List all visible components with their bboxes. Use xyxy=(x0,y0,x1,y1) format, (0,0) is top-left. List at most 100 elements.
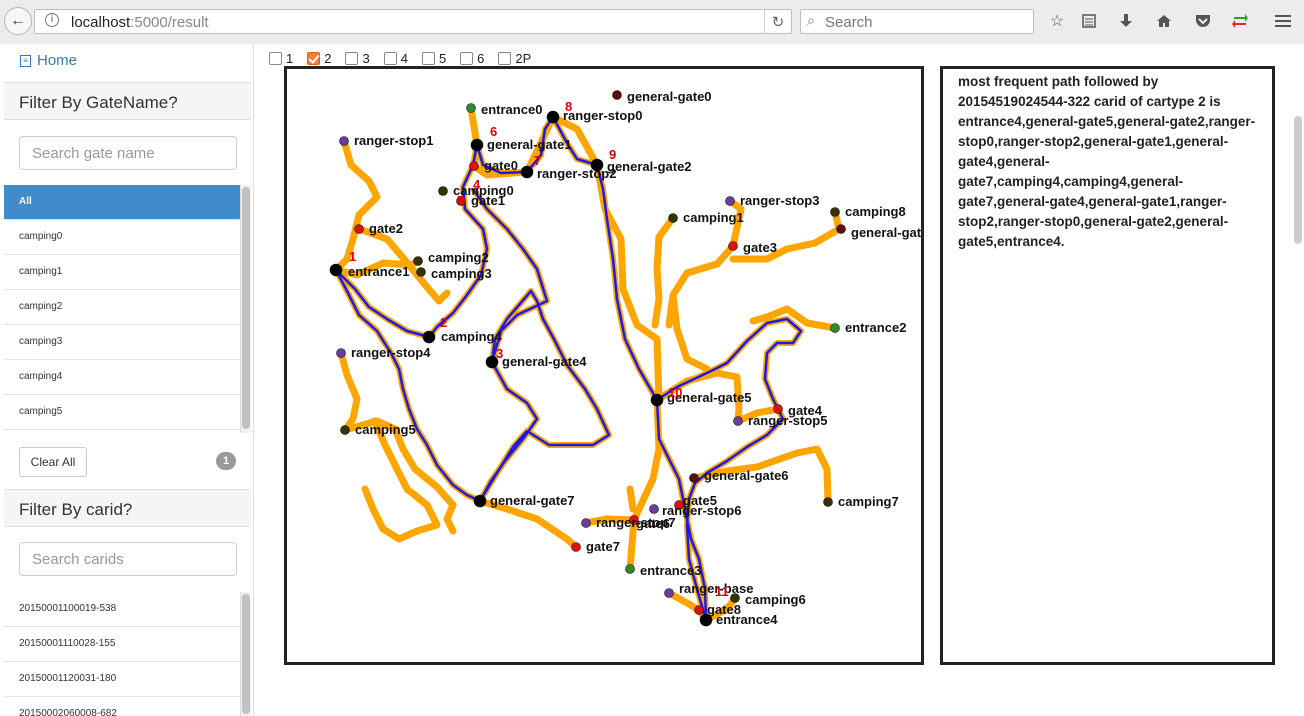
back-icon[interactable]: ← xyxy=(4,7,32,35)
cartype-option[interactable]: 2 xyxy=(307,51,331,66)
route-step-number: 4 xyxy=(473,177,481,192)
gate-list-item[interactable]: camping3 xyxy=(4,325,251,360)
cartype-checkbox-4[interactable] xyxy=(383,51,397,65)
cartype-checkbox-5[interactable] xyxy=(421,51,435,65)
map-node-camping4 xyxy=(422,330,436,344)
bookmark-star-icon[interactable]: ☆ xyxy=(1049,13,1065,30)
page-scroll-thumb[interactable] xyxy=(1294,116,1302,244)
carid-list-item[interactable]: 20150001100019-538 xyxy=(4,592,251,627)
map-node-label: ranger-stop5 xyxy=(748,413,827,428)
cartype-option[interactable]: 3 xyxy=(345,51,370,66)
map-node-label: camping8 xyxy=(845,204,906,219)
map-node-label: camping3 xyxy=(431,266,492,281)
map-node-entrance4 xyxy=(699,613,713,627)
cartype-option[interactable]: 2P xyxy=(498,51,531,66)
sync-icon[interactable] xyxy=(1229,10,1251,32)
map-node-gate4 xyxy=(773,404,783,414)
route-path xyxy=(471,188,549,363)
map-node-label: camping0 xyxy=(453,183,514,198)
gate-list-item-all[interactable]: All xyxy=(4,185,251,220)
route-step-number: 5 xyxy=(457,193,464,208)
gate-list-scrollbar[interactable] xyxy=(240,185,251,433)
gate-list-scroll-thumb[interactable] xyxy=(242,187,250,429)
home-link[interactable]: ≡ Home xyxy=(20,52,77,69)
download-icon[interactable] xyxy=(1115,10,1137,32)
cartype-checkbox-2p[interactable] xyxy=(498,51,512,65)
map-node-label: general-gate3 xyxy=(851,225,921,240)
cartype-checkbox-3[interactable] xyxy=(345,51,359,65)
url-text[interactable]: localhost:5000/result xyxy=(71,14,209,31)
map-node-gate8 xyxy=(694,605,704,615)
reload-icon[interactable]: ↻ xyxy=(764,10,791,33)
route-step-number: 6 xyxy=(490,124,497,139)
cartype-checkbox-2[interactable] xyxy=(307,51,321,65)
browser-search-box[interactable]: ⌕ xyxy=(800,9,1034,34)
map-node-entrance0 xyxy=(466,103,476,113)
cartype-label: 2P xyxy=(515,50,532,66)
map-node-label: ranger-stop6 xyxy=(662,503,741,518)
map-node-ranger-stop5 xyxy=(733,416,743,426)
gate-list-item[interactable]: camping2 xyxy=(4,290,251,325)
map-node-label: ranger-stop1 xyxy=(354,133,433,148)
cartype-option[interactable]: 1 xyxy=(269,51,293,66)
gate-list-item[interactable]: camping4 xyxy=(4,360,251,395)
home-icon[interactable] xyxy=(1153,10,1175,32)
road-segment xyxy=(734,405,782,425)
map-node-label: ranger-stop2 xyxy=(537,166,616,181)
summary-panel: most frequent path followed by 201545190… xyxy=(940,66,1275,665)
route-halo xyxy=(594,164,660,402)
road-segment xyxy=(626,485,637,513)
carid-filter-title: Filter By carid? xyxy=(4,489,251,527)
road-segment xyxy=(626,396,663,573)
map-node-label: camping4 xyxy=(441,329,502,344)
map-node-ranger-stop6 xyxy=(649,504,659,514)
carid-list-scroll-thumb[interactable] xyxy=(242,594,250,714)
cartype-label: 5 xyxy=(438,50,447,66)
map-node-ranger-stop1 xyxy=(339,136,349,146)
map-node-entrance2 xyxy=(830,323,840,333)
cartype-option[interactable]: 4 xyxy=(383,51,408,66)
map-node-camping6 xyxy=(730,593,740,603)
map-node-label: general-gate4 xyxy=(502,354,587,369)
road-segment xyxy=(355,225,451,305)
map-node-camping3 xyxy=(416,267,426,277)
route-path xyxy=(478,361,539,502)
map-node-label: gate3 xyxy=(743,240,777,255)
menu-icon[interactable] xyxy=(1272,10,1294,32)
gate-list-item[interactable]: camping1 xyxy=(4,255,251,290)
cartype-label: 1 xyxy=(286,50,294,66)
browser-search-input[interactable] xyxy=(823,11,1027,34)
info-icon[interactable]: i xyxy=(45,13,59,27)
map-node-label: camping5 xyxy=(355,422,416,437)
map-node-gate6 xyxy=(629,515,639,525)
carid-search-input[interactable] xyxy=(19,542,237,576)
map-node-label: camping1 xyxy=(683,210,744,225)
map-node-camping0 xyxy=(438,186,448,196)
cartype-checkbox-6[interactable] xyxy=(460,51,474,65)
browser-toolbar: ← i localhost:5000/result ↻ ⌕ ☆ xyxy=(0,0,1304,45)
map-node-label: camping2 xyxy=(428,250,489,265)
reading-list-icon[interactable] xyxy=(1078,10,1100,32)
road-segment xyxy=(651,214,677,329)
carid-list-scrollbar[interactable] xyxy=(240,592,251,716)
cartype-option[interactable]: 5 xyxy=(421,50,447,66)
carid-list-item[interactable]: 20150001110028-155 xyxy=(4,627,251,662)
road-segment xyxy=(332,137,381,274)
cartype-checkbox-1[interactable] xyxy=(269,51,282,65)
cartype-option[interactable]: 6 xyxy=(460,51,484,66)
map-node-label: general-gate6 xyxy=(704,468,789,483)
road-segment xyxy=(690,445,832,506)
carid-list-item[interactable]: 20150001120031-180 xyxy=(4,662,251,697)
clear-all-button[interactable]: Clear All xyxy=(19,447,87,477)
home-link-label[interactable]: Home xyxy=(37,52,78,69)
gate-search-input[interactable] xyxy=(19,136,237,170)
gate-list-item[interactable]: camping5 xyxy=(4,395,251,430)
map-node-ranger-stop7 xyxy=(581,518,591,528)
pocket-icon[interactable] xyxy=(1192,10,1214,32)
carid-list-item[interactable]: 20150002060008-682 xyxy=(4,697,251,716)
map-node-general-gate3 xyxy=(836,224,846,234)
gate-list-item[interactable]: camping0 xyxy=(4,220,251,255)
address-bar[interactable]: i localhost:5000/result ↻ xyxy=(34,9,792,34)
